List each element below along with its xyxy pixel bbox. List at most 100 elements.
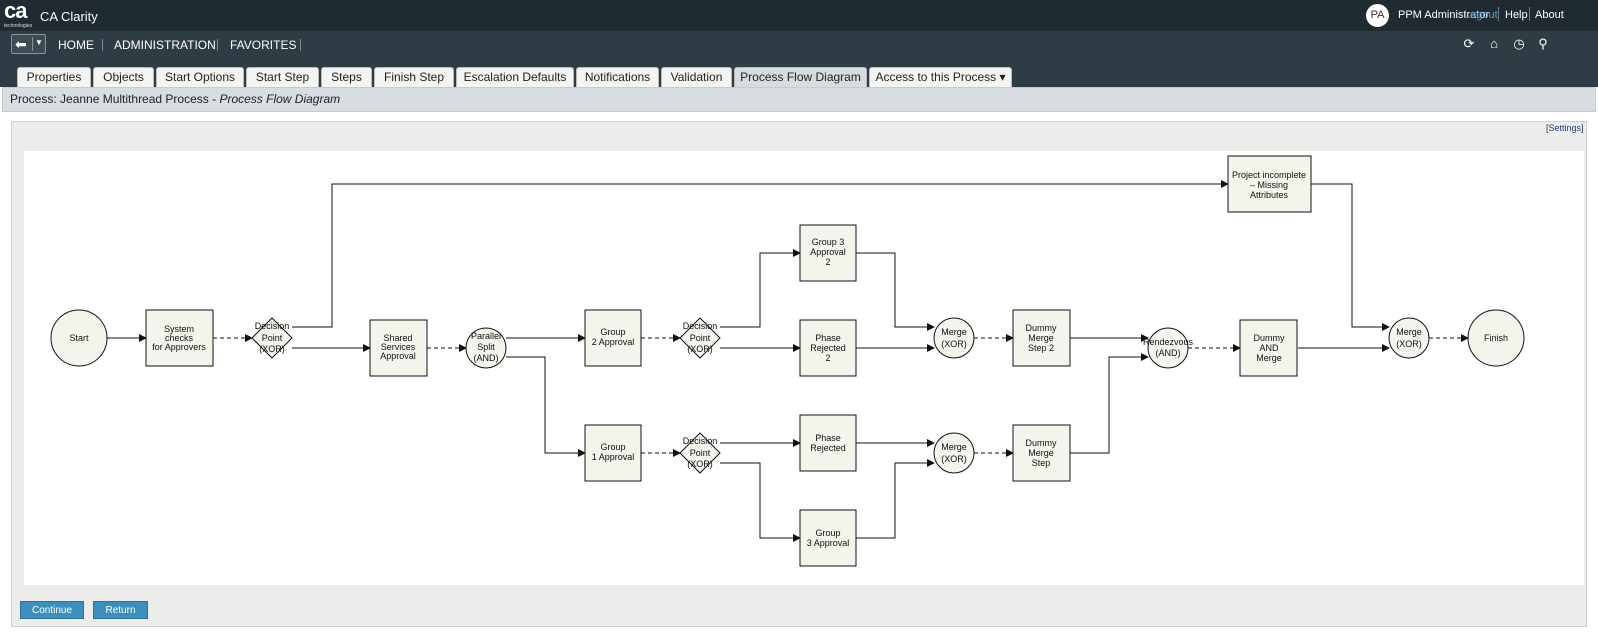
divider (32, 37, 33, 51)
logout-link[interactable]: Logout (1464, 9, 1498, 21)
node-label: Merge (1256, 353, 1282, 363)
node-label: Project incomplete (1232, 170, 1306, 180)
group1-approval-node[interactable] (584, 424, 642, 482)
node-label: 2 Approval (592, 337, 635, 347)
node-label: Decision (255, 321, 290, 331)
tab-strip: Properties Objects Start Options Start S… (0, 58, 1598, 87)
ca-logo: ca technologies (4, 0, 33, 29)
nav-favorites[interactable]: FAVORITES (230, 38, 297, 52)
node-label: System (164, 324, 194, 334)
separator (1498, 7, 1499, 21)
node-label: Point (690, 333, 711, 343)
decision-point-node-2[interactable] (679, 317, 721, 359)
node-label: Point (262, 333, 283, 343)
dummy-merge-step2-node[interactable] (1012, 309, 1071, 367)
node-label: Step (1032, 458, 1051, 468)
node-label: Merge (941, 327, 967, 337)
rendezvous-node[interactable] (1147, 327, 1189, 369)
tab-steps[interactable]: Steps (321, 67, 372, 87)
node-label: Split (477, 342, 495, 352)
node-label: for Approvers (152, 342, 206, 352)
tab-start-step[interactable]: Start Step (246, 67, 319, 87)
phase-rejected-node[interactable] (799, 414, 857, 472)
group3-approval-node[interactable] (799, 509, 857, 567)
node-label: Phase (815, 333, 841, 343)
node-label: 2 (825, 353, 830, 363)
nav-home[interactable]: HOME (58, 38, 94, 52)
back-arrow-icon: ⬅ (15, 36, 27, 52)
nav-administration[interactable]: ADMINISTRATION (114, 38, 216, 52)
node-label: Dummy (1026, 323, 1057, 333)
return-button[interactable]: Return (93, 601, 148, 619)
chevron-down-icon[interactable]: ▼ (35, 38, 43, 47)
search-icon[interactable]: ⚲ (1538, 36, 1548, 51)
separator (300, 39, 301, 51)
phase-rejected2-node[interactable] (799, 319, 857, 377)
tab-objects[interactable]: Objects (93, 67, 154, 87)
flow-svg: Start System checks for Approvers Decisi… (50, 155, 1525, 567)
merge-xor-node-2[interactable] (933, 432, 975, 474)
finish-node[interactable] (1467, 309, 1525, 367)
node-label: Services (381, 342, 416, 352)
tab-escalation-defaults[interactable]: Escalation Defaults (456, 67, 574, 87)
avatar[interactable]: PA (1366, 4, 1389, 27)
node-label: (AND) (474, 353, 499, 363)
node-label: (XOR) (941, 454, 967, 464)
node-label: (XOR) (259, 344, 285, 354)
settings-link[interactable]: [Settings] (1546, 123, 1584, 133)
shared-services-node[interactable] (369, 319, 428, 377)
node-label: Dummy (1026, 438, 1057, 448)
node-label: Shared (383, 333, 412, 343)
merge-xor-node-1[interactable] (933, 317, 975, 359)
back-button[interactable]: ⬅ ▼ (11, 34, 46, 54)
node-label: Group (600, 327, 625, 337)
node-label: Attributes (1250, 190, 1289, 200)
home-icon[interactable]: ⌂ (1490, 36, 1498, 51)
merge-xor-node-3[interactable] (1388, 317, 1430, 359)
separator (1529, 7, 1530, 21)
tab-access-to-this-process[interactable]: Access to this Process ▾ (869, 67, 1012, 87)
dummy-merge-step-node[interactable] (1012, 424, 1071, 482)
tab-finish-step[interactable]: Finish Step (374, 67, 454, 87)
nav-bar: ⬅ ▼ HOME ADMINISTRATION FAVORITES ⟳ ⌂ ◷ … (0, 31, 1598, 58)
top-bar: ca technologies CA Clarity PA PPM Admini… (0, 0, 1598, 31)
system-checks-node[interactable] (145, 309, 214, 367)
tab-start-options[interactable]: Start Options (156, 67, 244, 87)
decision-point-node-1[interactable] (251, 317, 293, 359)
tab-validation[interactable]: Validation (661, 67, 732, 87)
node-label: (XOR) (687, 459, 713, 469)
node-label: Phase (815, 433, 841, 443)
parallel-split-node[interactable] (465, 327, 507, 369)
tab-notifications[interactable]: Notifications (576, 67, 659, 87)
continue-button[interactable]: Continue (20, 601, 84, 619)
group2-approval-node[interactable] (584, 309, 642, 367)
start-label: Start (69, 333, 89, 343)
node-label: Point (690, 448, 711, 458)
node-label: checks (165, 333, 194, 343)
tab-process-flow-diagram[interactable]: Process Flow Diagram (734, 67, 867, 87)
tab-properties[interactable]: Properties (17, 67, 91, 87)
group3-approval2-node[interactable] (799, 224, 857, 282)
node-label: Rejected (810, 443, 846, 453)
about-link[interactable]: About (1535, 9, 1564, 21)
node-label: Merge (1028, 448, 1054, 458)
help-link[interactable]: Help (1505, 9, 1528, 21)
decision-point-node-3[interactable] (679, 432, 721, 474)
dummy-and-merge-node[interactable] (1239, 319, 1298, 377)
app-title: CA Clarity (40, 9, 98, 24)
node-label: Decision (683, 436, 718, 446)
clock-icon[interactable]: ◷ (1513, 36, 1525, 51)
node-label: Merge (941, 442, 967, 452)
node-label: Merge (1396, 327, 1422, 337)
node-shapes (50, 155, 1525, 567)
refresh-icon[interactable]: ⟳ (1463, 36, 1475, 51)
node-label: (XOR) (687, 344, 713, 354)
node-label: AND (1259, 343, 1279, 353)
start-node[interactable] (50, 309, 108, 367)
connectors (107, 180, 1469, 542)
node-labels: Start System checks for Approvers Decisi… (69, 170, 1508, 548)
project-incomplete-node[interactable] (1227, 155, 1312, 213)
process-header: Process: Jeanne Multithread Process - Pr… (2, 87, 1596, 112)
node-label: (AND) (1156, 348, 1181, 358)
node-label: (XOR) (941, 339, 967, 349)
